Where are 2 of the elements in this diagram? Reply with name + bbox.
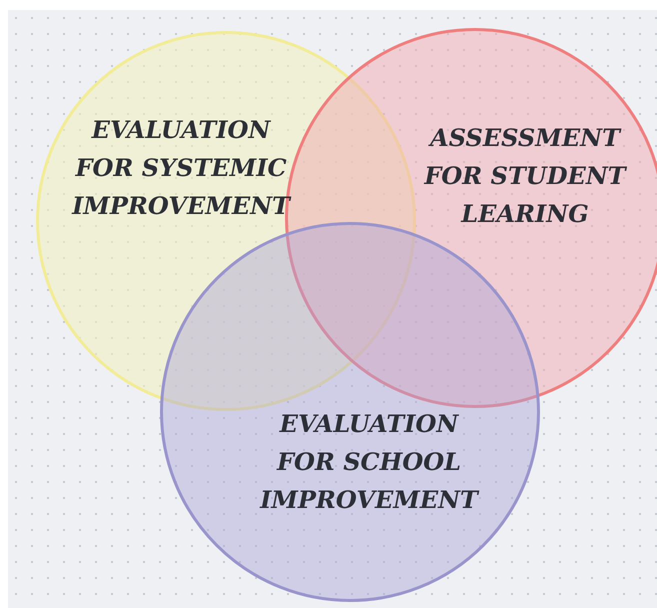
circle-label: ASSESSMENT FOR STUDENT LEARING bbox=[422, 122, 628, 230]
circle-label: EVALUATION FOR SCHOOL IMPROVEMENT bbox=[258, 408, 480, 516]
